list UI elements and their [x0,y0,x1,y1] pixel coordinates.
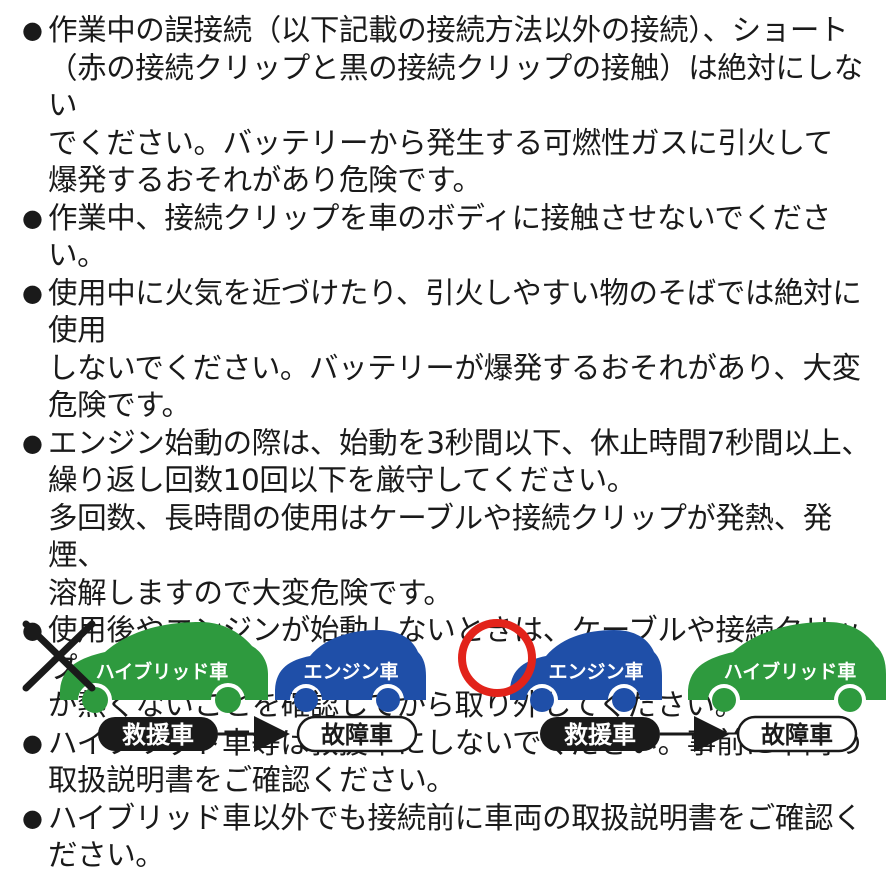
wheel [82,687,108,713]
caution-list: ● 作業中の誤接続（以下記載の接続方法以外の接続）、ショート （赤の接続クリップ… [22,12,887,875]
diagram-svg: ハイブリッド車 エンジン車 救援車 故障車 エンジ [22,619,886,753]
caution-subnote: 多回数、長時間の使用はケーブルや接続クリップが発熱、発煙、 溶解しますので大変危… [48,500,832,610]
wheel [294,688,318,712]
wheel [712,688,736,712]
circle-mark-icon [458,619,536,697]
caution-item-1: ● 作業中の誤接続（以下記載の接続方法以外の接続）、ショート （赤の接続クリップ… [22,12,887,200]
caution-item-3: ● 使用中に火気を近づけたり、引火しやすい物のそばでは絶対に使用 しないでくださ… [22,275,887,425]
rescue-tag-label: 救援車 [564,721,636,749]
engine-car-body [275,630,426,700]
wheel [530,688,554,712]
hybrid-car-icon: ハイブリッド車 [60,622,268,713]
broken-tag-label: 故障車 [321,721,393,749]
bullet-icon: ● [22,728,43,757]
broken-tag: 故障車 [736,715,858,753]
rescue-tag: 救援車 [98,717,218,751]
caution-item-2: ● 作業中、接続クリップを車のボディに接触させないでください。 [22,200,887,275]
hybrid-car-body [688,622,886,700]
x-mark-icon [22,620,96,692]
caution-text: 使用中に火気を近づけたり、引火しやすい物のそばでは絶対に使用 しないでください。… [48,275,862,423]
caution-text: 作業中の誤接続（以下記載の接続方法以外の接続）、ショート （赤の接続クリップと黒… [48,13,863,197]
caution-text: エンジン始動の際は、始動を3秒間以下、休止時間7秒間以上、 繰り返し回数10回以… [48,425,871,498]
hybrid-car-icon: ハイブリッド車 [688,622,886,712]
broken-car-label: ハイブリッド車 [724,660,857,683]
engine-car-icon: エンジン車 [510,630,662,712]
rescue-tag: 救援車 [540,717,660,751]
wheel [612,688,636,712]
caution-item-7: ● ハイブリッド車以外でも接続前に車両の取扱説明書をご確認ください。 [22,800,887,875]
broken-car-label: エンジン車 [303,660,398,683]
caution-item-4: ● エンジン始動の際は、始動を3秒間以下、休止時間7秒間以上、 繰り返し回数10… [22,425,887,500]
engine-car-body [510,630,662,700]
rescue-tag-label: 救援車 [122,721,194,749]
engine-car-icon: エンジン車 [275,630,426,712]
caution-text: 作業中、接続クリップを車のボディに接触させないでください。 [48,200,831,273]
caution-text: ハイブリッド車以外でも接続前に車両の取扱説明書をご確認ください。 [48,800,863,873]
broken-tag: 故障車 [296,715,418,753]
broken-tag-label: 故障車 [761,721,833,749]
bullet-icon: ● [22,203,43,232]
hybrid-car-body [60,622,268,700]
wheel [838,688,862,712]
bullet-icon: ● [22,278,43,307]
wheel [215,687,241,713]
bullet-icon: ● [22,16,43,44]
bullet-icon: ● [22,803,43,832]
bullet-icon: ● [22,428,43,457]
jump-start-diagram: ハイブリッド車 エンジン車 救援車 故障車 エンジ [0,600,895,800]
rescue-car-label: ハイブリッド車 [96,660,229,683]
rescue-car-label: エンジン車 [548,660,643,683]
wheel [376,688,400,712]
